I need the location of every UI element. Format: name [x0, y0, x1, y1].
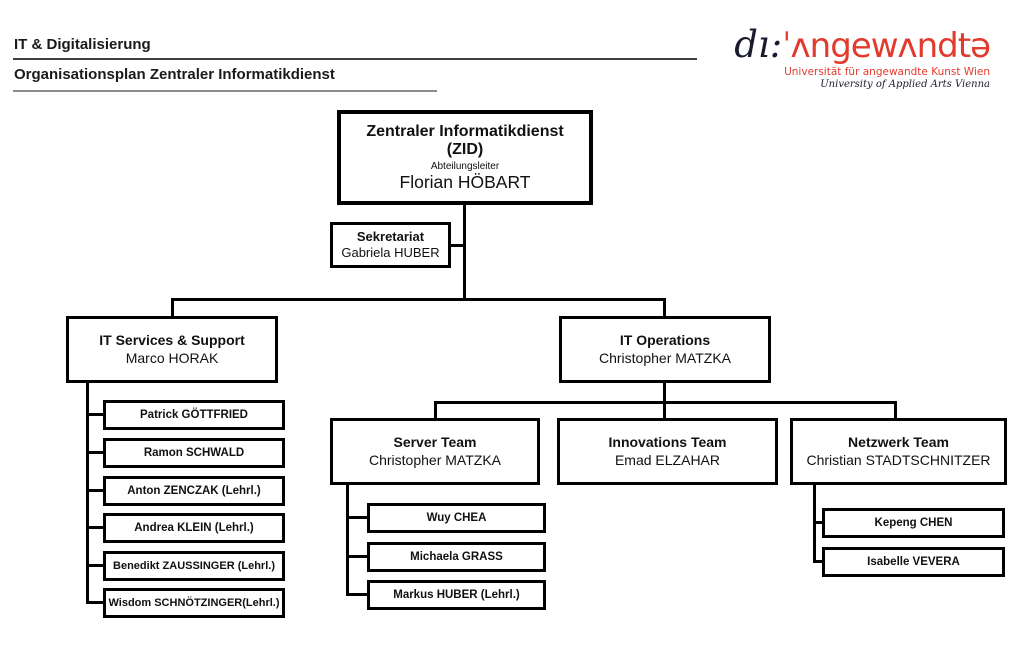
- it-services-title: IT Services & Support: [99, 332, 245, 348]
- connector-stub: [813, 521, 825, 524]
- innovations-team-lead: Emad ELZAHAR: [614, 451, 721, 468]
- connector-drop-it-operations: [663, 300, 666, 316]
- logo-ipa-prefix: dı:: [734, 23, 783, 66]
- logo-wordmark: dı:ˈʌngewʌndtə: [734, 23, 991, 66]
- connector-drop-server-team: [434, 403, 437, 418]
- connector-stub: [86, 413, 103, 416]
- zid-role: Abteilungsleiter: [430, 160, 500, 172]
- innovations-team-title: Innovations Team: [608, 434, 727, 450]
- title-underline: [13, 90, 437, 92]
- netzwerk-team-lead: Christian STADTSCHNITZER: [806, 451, 991, 468]
- server-team-title: Server Team: [393, 434, 477, 450]
- connector-stub: [86, 564, 103, 567]
- connector-spine-netzwerk-team: [813, 485, 816, 563]
- member-box: Wisdom SCHNÖTZINGER(Lehrl.): [103, 588, 285, 618]
- connector-root-vertical: [463, 205, 466, 301]
- connector-spine-it-services: [86, 383, 89, 604]
- logo-ipa-main: ˈʌngewʌndtə: [782, 26, 991, 66]
- org-box-zid: Zentraler Informatikdienst (ZID) Abteilu…: [337, 110, 593, 205]
- member-box: Kepeng CHEN: [822, 508, 1005, 538]
- sekretariat-name: Gabriela HUBER: [341, 245, 440, 260]
- connector-branch1-horizontal: [171, 298, 666, 301]
- connector-stub: [813, 560, 825, 563]
- logo-tagline-english: University of Applied Arts Vienna: [820, 78, 990, 90]
- university-logo: dı:ˈʌngewʌndtə Universität für angewandt…: [734, 23, 991, 90]
- connector-branch2-horizontal: [434, 401, 897, 404]
- connector-stub: [86, 601, 103, 604]
- sekretariat-title: Sekretariat: [356, 228, 425, 244]
- member-box: Michaela GRASS: [367, 542, 546, 572]
- org-box-it-services: IT Services & Support Marco HORAK: [66, 316, 278, 383]
- connector-stub: [86, 489, 103, 492]
- member-box: Anton ZENCZAK (Lehrl.): [103, 476, 285, 506]
- org-box-sekretariat: Sekretariat Gabriela HUBER: [330, 222, 451, 268]
- it-services-lead: Marco HORAK: [125, 349, 219, 366]
- org-box-server-team: Server Team Christopher MATZKA: [330, 418, 540, 485]
- connector-stub: [86, 526, 103, 529]
- logo-tagline-german: Universität für angewandte Kunst Wien: [784, 66, 990, 78]
- member-box: Isabelle VEVERA: [822, 547, 1005, 577]
- connector-drop-netzwerk-team: [894, 403, 897, 418]
- connector-ops-vertical: [663, 383, 666, 418]
- member-box: Markus HUBER (Lehrl.): [367, 580, 546, 610]
- org-box-innovations-team: Innovations Team Emad ELZAHAR: [557, 418, 778, 485]
- connector-drop-it-services: [171, 300, 174, 316]
- zid-title: Zentraler Informatikdienst: [366, 122, 564, 140]
- member-box: Ramon SCHWALD: [103, 438, 285, 468]
- header-divider-line: [13, 58, 697, 60]
- department-heading: IT & Digitalisierung: [14, 36, 151, 53]
- it-operations-lead: Christopher MATZKA: [599, 349, 731, 366]
- connector-stub: [346, 555, 367, 558]
- it-operations-title: IT Operations: [619, 332, 711, 348]
- server-team-lead: Christopher MATZKA: [369, 451, 501, 468]
- member-box: Andrea KLEIN (Lehrl.): [103, 513, 285, 543]
- zid-abbreviation: (ZID): [446, 141, 484, 159]
- connector-sekretariat: [448, 244, 466, 247]
- connector-stub: [86, 451, 103, 454]
- org-box-netzwerk-team: Netzwerk Team Christian STADTSCHNITZER: [790, 418, 1007, 485]
- netzwerk-team-title: Netzwerk Team: [848, 434, 949, 450]
- member-box: Benedikt ZAUSSINGER (Lehrl.): [103, 551, 285, 581]
- connector-stub: [346, 593, 367, 596]
- connector-stub: [346, 516, 367, 519]
- org-box-it-operations: IT Operations Christopher MATZKA: [559, 316, 771, 383]
- member-box: Wuy CHEA: [367, 503, 546, 533]
- page-title: Organisationsplan Zentraler Informatikdi…: [14, 66, 335, 83]
- member-box: Patrick GÖTTFRIED: [103, 400, 285, 430]
- zid-head-name: Florian HÖBART: [399, 172, 531, 193]
- connector-spine-server-team: [346, 485, 349, 596]
